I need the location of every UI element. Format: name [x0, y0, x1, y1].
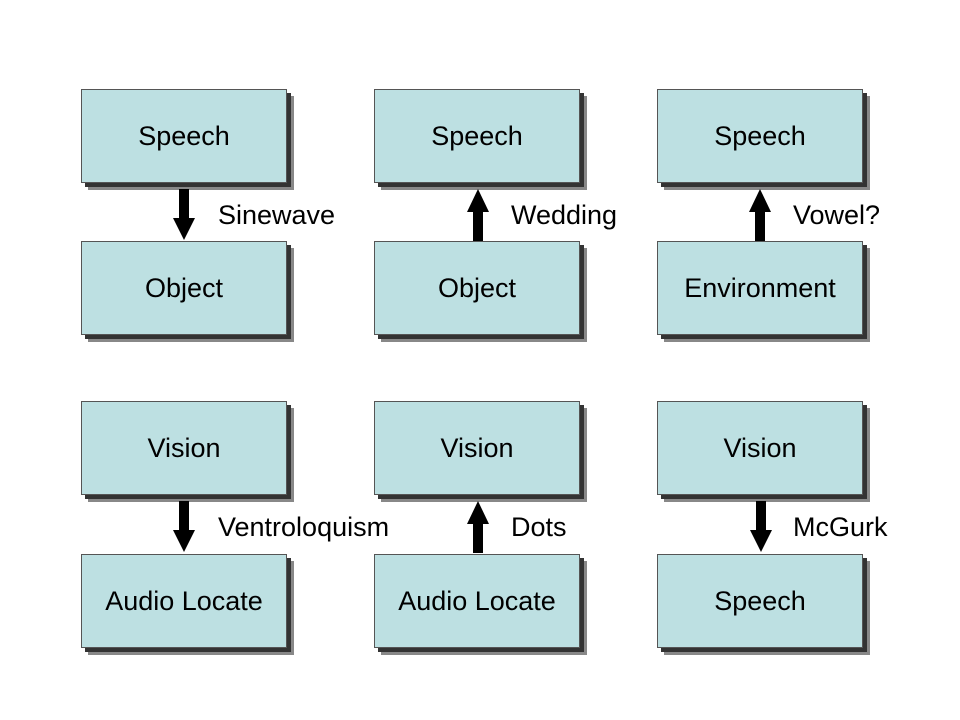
arrow-down-6: [750, 501, 772, 552]
box-audio-locate-2: Audio Locate: [374, 554, 580, 648]
box-vision-2: Vision: [374, 401, 580, 495]
label-ventroloquism: Ventroloquism: [218, 512, 390, 542]
arrow-up-5: [467, 501, 489, 553]
arrow-up-2: [467, 189, 489, 241]
box-environment: Environment: [657, 241, 863, 335]
label-dots: Dots: [511, 512, 567, 542]
box-speech-3: Speech: [657, 89, 863, 183]
label-vowel: Vowel?: [793, 200, 881, 230]
box-object-1: Object: [81, 241, 287, 335]
box-object-2: Object: [374, 241, 580, 335]
box-speech-1: Speech: [81, 89, 287, 183]
box-vision-3: Vision: [657, 401, 863, 495]
box-vision-1: Vision: [81, 401, 287, 495]
arrow-down-4: [173, 501, 195, 552]
box-audio-locate-1: Audio Locate: [81, 554, 287, 648]
label-mcgurk: McGurk: [793, 512, 888, 542]
box-speech-4: Speech: [657, 554, 863, 648]
label-wedding: Wedding: [511, 200, 618, 230]
arrow-up-3: [749, 189, 771, 241]
box-speech-2: Speech: [374, 89, 580, 183]
label-sinewave: Sinewave: [218, 200, 336, 230]
arrow-down-1: [173, 189, 195, 240]
